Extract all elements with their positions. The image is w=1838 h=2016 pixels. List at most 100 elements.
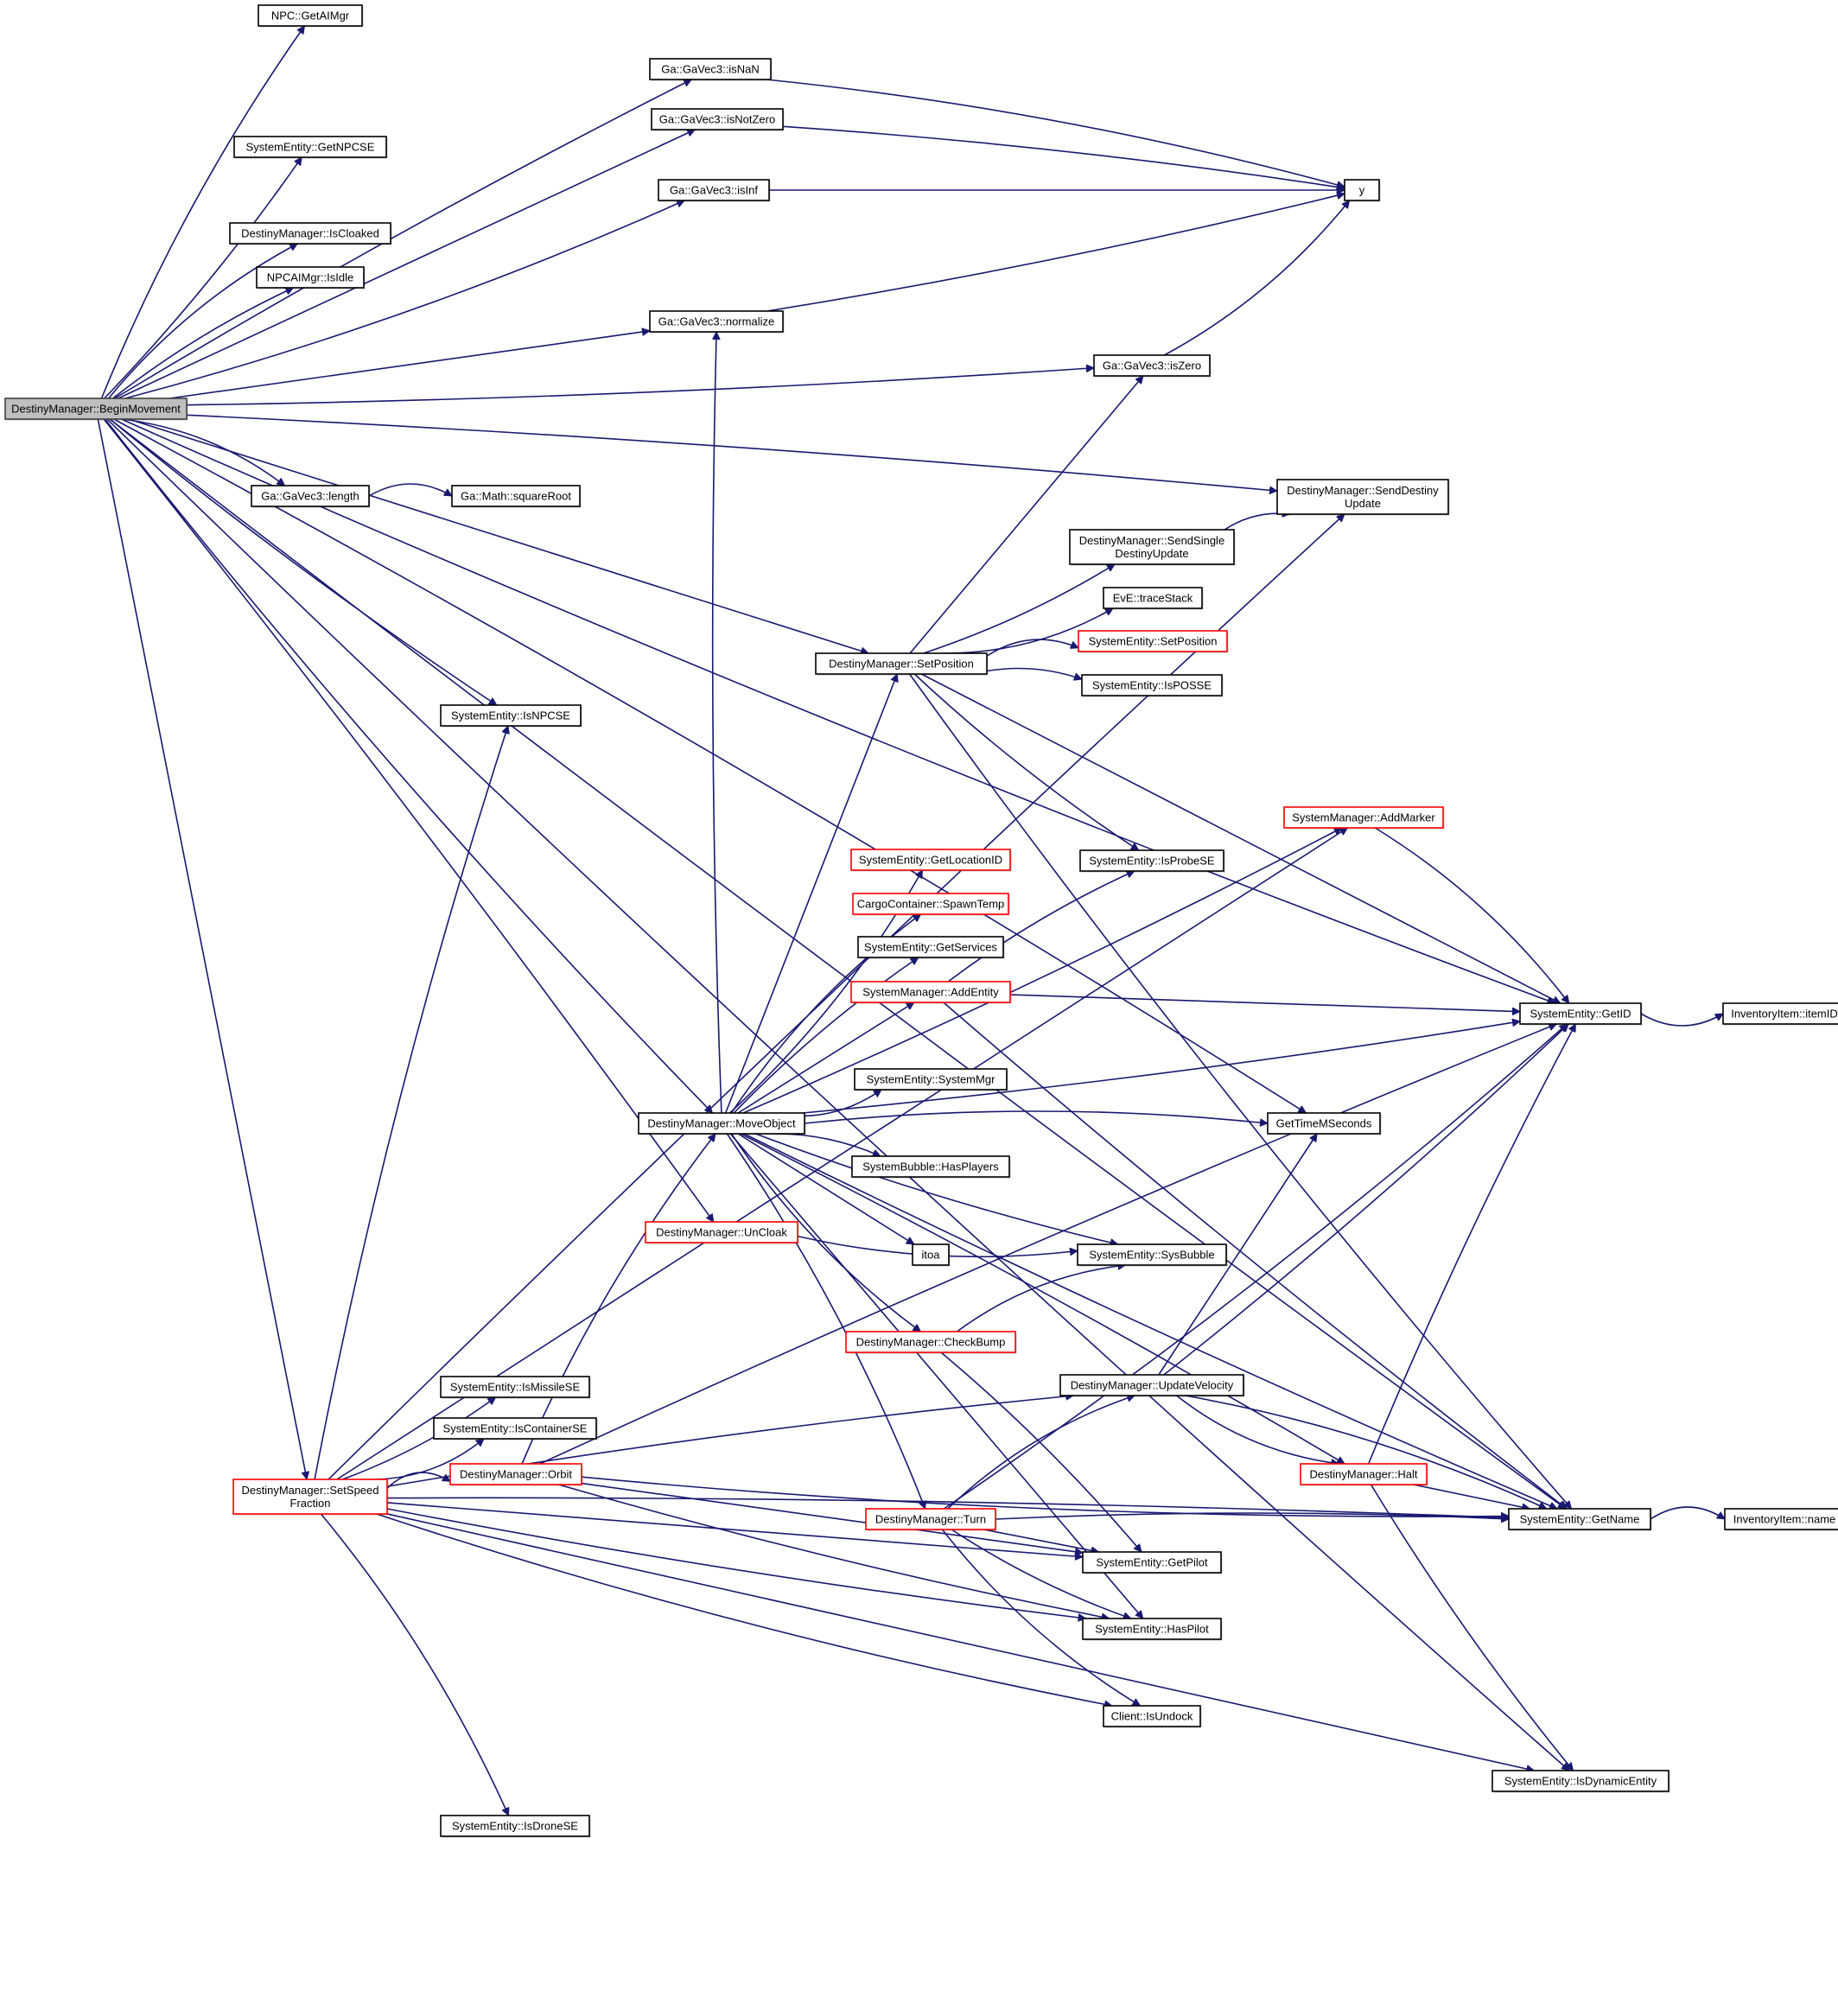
node-getpilot[interactable]: SystemEntity::GetPilot	[1082, 1551, 1223, 1574]
node-box[interactable]	[1300, 1463, 1428, 1485]
node-isdronese[interactable]: SystemEntity::IsDroneSE	[440, 1815, 591, 1838]
node-box[interactable]	[1508, 1508, 1651, 1530]
node-ismissilese[interactable]: SystemEntity::IsMissileSE	[440, 1376, 591, 1399]
node-isundock[interactable]: Client::IsUndock	[1103, 1705, 1202, 1728]
node-box[interactable]	[1267, 1112, 1381, 1135]
node-addentity[interactable]: SystemManager::AddEntity	[850, 981, 1012, 1004]
node-box[interactable]	[638, 1112, 805, 1135]
node-box[interactable]	[1724, 1508, 1838, 1530]
node-box[interactable]	[1344, 179, 1380, 201]
node-isidle[interactable]: NPCAIMgr::IsIdle	[256, 266, 366, 289]
node-box[interactable]	[854, 1068, 1008, 1091]
node-box[interactable]	[1276, 479, 1449, 515]
node-iszero[interactable]: Ga::GaVec3::isZero	[1093, 354, 1212, 378]
node-systemmgr[interactable]: SystemEntity::SystemMgr	[854, 1068, 1008, 1091]
node-box[interactable]	[852, 893, 1009, 915]
node-box[interactable]	[251, 485, 370, 507]
node-halt[interactable]: DestinyManager::Halt	[1300, 1463, 1428, 1486]
node-moveobject[interactable]: DestinyManager::MoveObject	[638, 1112, 806, 1135]
node-normalize[interactable]: Ga::GaVec3::normalize	[649, 310, 785, 334]
node-box[interactable]	[1079, 849, 1224, 872]
node-getid[interactable]: SystemEntity::GetID	[1519, 1002, 1643, 1026]
node-box[interactable]	[440, 704, 582, 727]
node-box[interactable]	[845, 1331, 1016, 1353]
node-itoa[interactable]: itoa	[912, 1243, 951, 1267]
node-box[interactable]	[1069, 529, 1235, 565]
node-isnpcse[interactable]: SystemEntity::IsNPCSE	[440, 704, 582, 728]
node-isprobese[interactable]: SystemEntity::IsProbeSE	[1079, 849, 1225, 873]
node-box[interactable]	[258, 4, 363, 27]
node-haspilot[interactable]: SystemEntity::HasPilot	[1082, 1618, 1223, 1641]
node-spawntemp[interactable]: CargoContainer::SpawnTemp	[852, 893, 1010, 916]
node-uncloak[interactable]: DestinyManager::UnCloak	[645, 1221, 799, 1244]
node-getname[interactable]: SystemEntity::GetName	[1508, 1508, 1652, 1531]
node-box[interactable]	[649, 58, 772, 80]
node-box[interactable]	[865, 1508, 996, 1530]
node-box[interactable]	[229, 222, 391, 245]
node-box[interactable]	[1059, 1374, 1244, 1396]
node-box[interactable]	[451, 485, 581, 507]
node-isdynamic[interactable]: SystemEntity::IsDynamicEntity	[1491, 1770, 1670, 1793]
node-itemid[interactable]: InventoryItem::itemID	[1722, 1002, 1838, 1026]
node-hasplayers[interactable]: SystemBubble::HasPlayers	[851, 1155, 1011, 1179]
node-root[interactable]: DestinyManager::BeginMovement	[4, 397, 188, 421]
node-length[interactable]: Ga::GaVec3::length	[251, 485, 371, 508]
node-box[interactable]	[850, 981, 1011, 1003]
node-box[interactable]	[232, 1479, 388, 1515]
node-box[interactable]	[912, 1243, 950, 1266]
node-squareroot[interactable]: Ga::Math::squareRoot	[451, 485, 582, 508]
node-updatevelocity[interactable]: DestinyManager::UpdateVelocity	[1059, 1374, 1245, 1397]
node-checkbump[interactable]: DestinyManager::CheckBump	[845, 1331, 1017, 1354]
node-box[interactable]	[857, 936, 1004, 958]
node-iscloaked[interactable]: DestinyManager::IsCloaked	[229, 222, 392, 245]
node-box[interactable]	[1519, 1002, 1642, 1025]
node-sysbubble[interactable]: SystemEntity::SysBubble	[1077, 1243, 1228, 1267]
node-addmarker[interactable]: SystemManager::AddMarker	[1283, 806, 1445, 830]
node-box[interactable]	[815, 652, 988, 675]
node-isinf[interactable]: Ga::GaVec3::isInf	[658, 179, 771, 202]
node-se_setposition[interactable]: SystemEntity::SetPosition	[1078, 630, 1229, 653]
node-box[interactable]	[233, 136, 387, 158]
node-box[interactable]	[1103, 587, 1203, 609]
node-box[interactable]	[651, 108, 784, 130]
node-getaimgr[interactable]: NPC::GetAIMgr	[258, 4, 364, 28]
node-box[interactable]	[440, 1376, 590, 1398]
node-box[interactable]	[1283, 806, 1444, 829]
node-turn[interactable]: DestinyManager::Turn	[865, 1508, 997, 1531]
node-box[interactable]	[1082, 1551, 1222, 1574]
node-box[interactable]	[850, 849, 1011, 871]
node-box[interactable]	[1077, 1243, 1227, 1266]
node-box[interactable]	[1093, 354, 1211, 377]
node-tracestack[interactable]: EvE::traceStack	[1103, 587, 1204, 610]
node-box[interactable]	[649, 310, 784, 333]
node-box[interactable]	[433, 1417, 597, 1440]
node-box[interactable]	[645, 1221, 798, 1243]
node-setposition[interactable]: DestinyManager::SetPosition	[815, 652, 989, 676]
node-orbit[interactable]: DestinyManager::Orbit	[449, 1463, 583, 1486]
node-getservices[interactable]: SystemEntity::GetServices	[857, 936, 1005, 959]
node-box[interactable]	[1491, 1770, 1669, 1792]
node-box[interactable]	[1103, 1705, 1201, 1727]
node-box[interactable]	[256, 266, 365, 289]
node-box[interactable]	[1081, 674, 1223, 696]
node-box[interactable]	[1082, 1618, 1222, 1640]
node-box[interactable]	[4, 397, 188, 420]
node-getnpcse[interactable]: SystemEntity::GetNPCSE	[233, 136, 388, 159]
node-box[interactable]	[440, 1815, 590, 1837]
node-box[interactable]	[658, 179, 770, 201]
node-box[interactable]	[449, 1463, 582, 1485]
node-y[interactable]: y	[1344, 179, 1381, 202]
node-getlocationid[interactable]: SystemEntity::GetLocationID	[850, 849, 1012, 872]
node-isposse[interactable]: SystemEntity::IsPOSSE	[1081, 674, 1224, 697]
node-gettimems[interactable]: GetTimeMSeconds	[1267, 1112, 1382, 1135]
node-iscontainerse[interactable]: SystemEntity::IsContainerSE	[433, 1417, 598, 1440]
node-isnan[interactable]: Ga::GaVec3::isNaN	[649, 58, 773, 81]
node-invname[interactable]: InventoryItem::name	[1724, 1508, 1838, 1531]
node-isnotzero[interactable]: Ga::GaVec3::isNotZero	[651, 108, 785, 131]
node-box[interactable]	[1078, 630, 1228, 652]
node-box[interactable]	[1722, 1002, 1838, 1025]
node-box[interactable]	[851, 1155, 1010, 1178]
